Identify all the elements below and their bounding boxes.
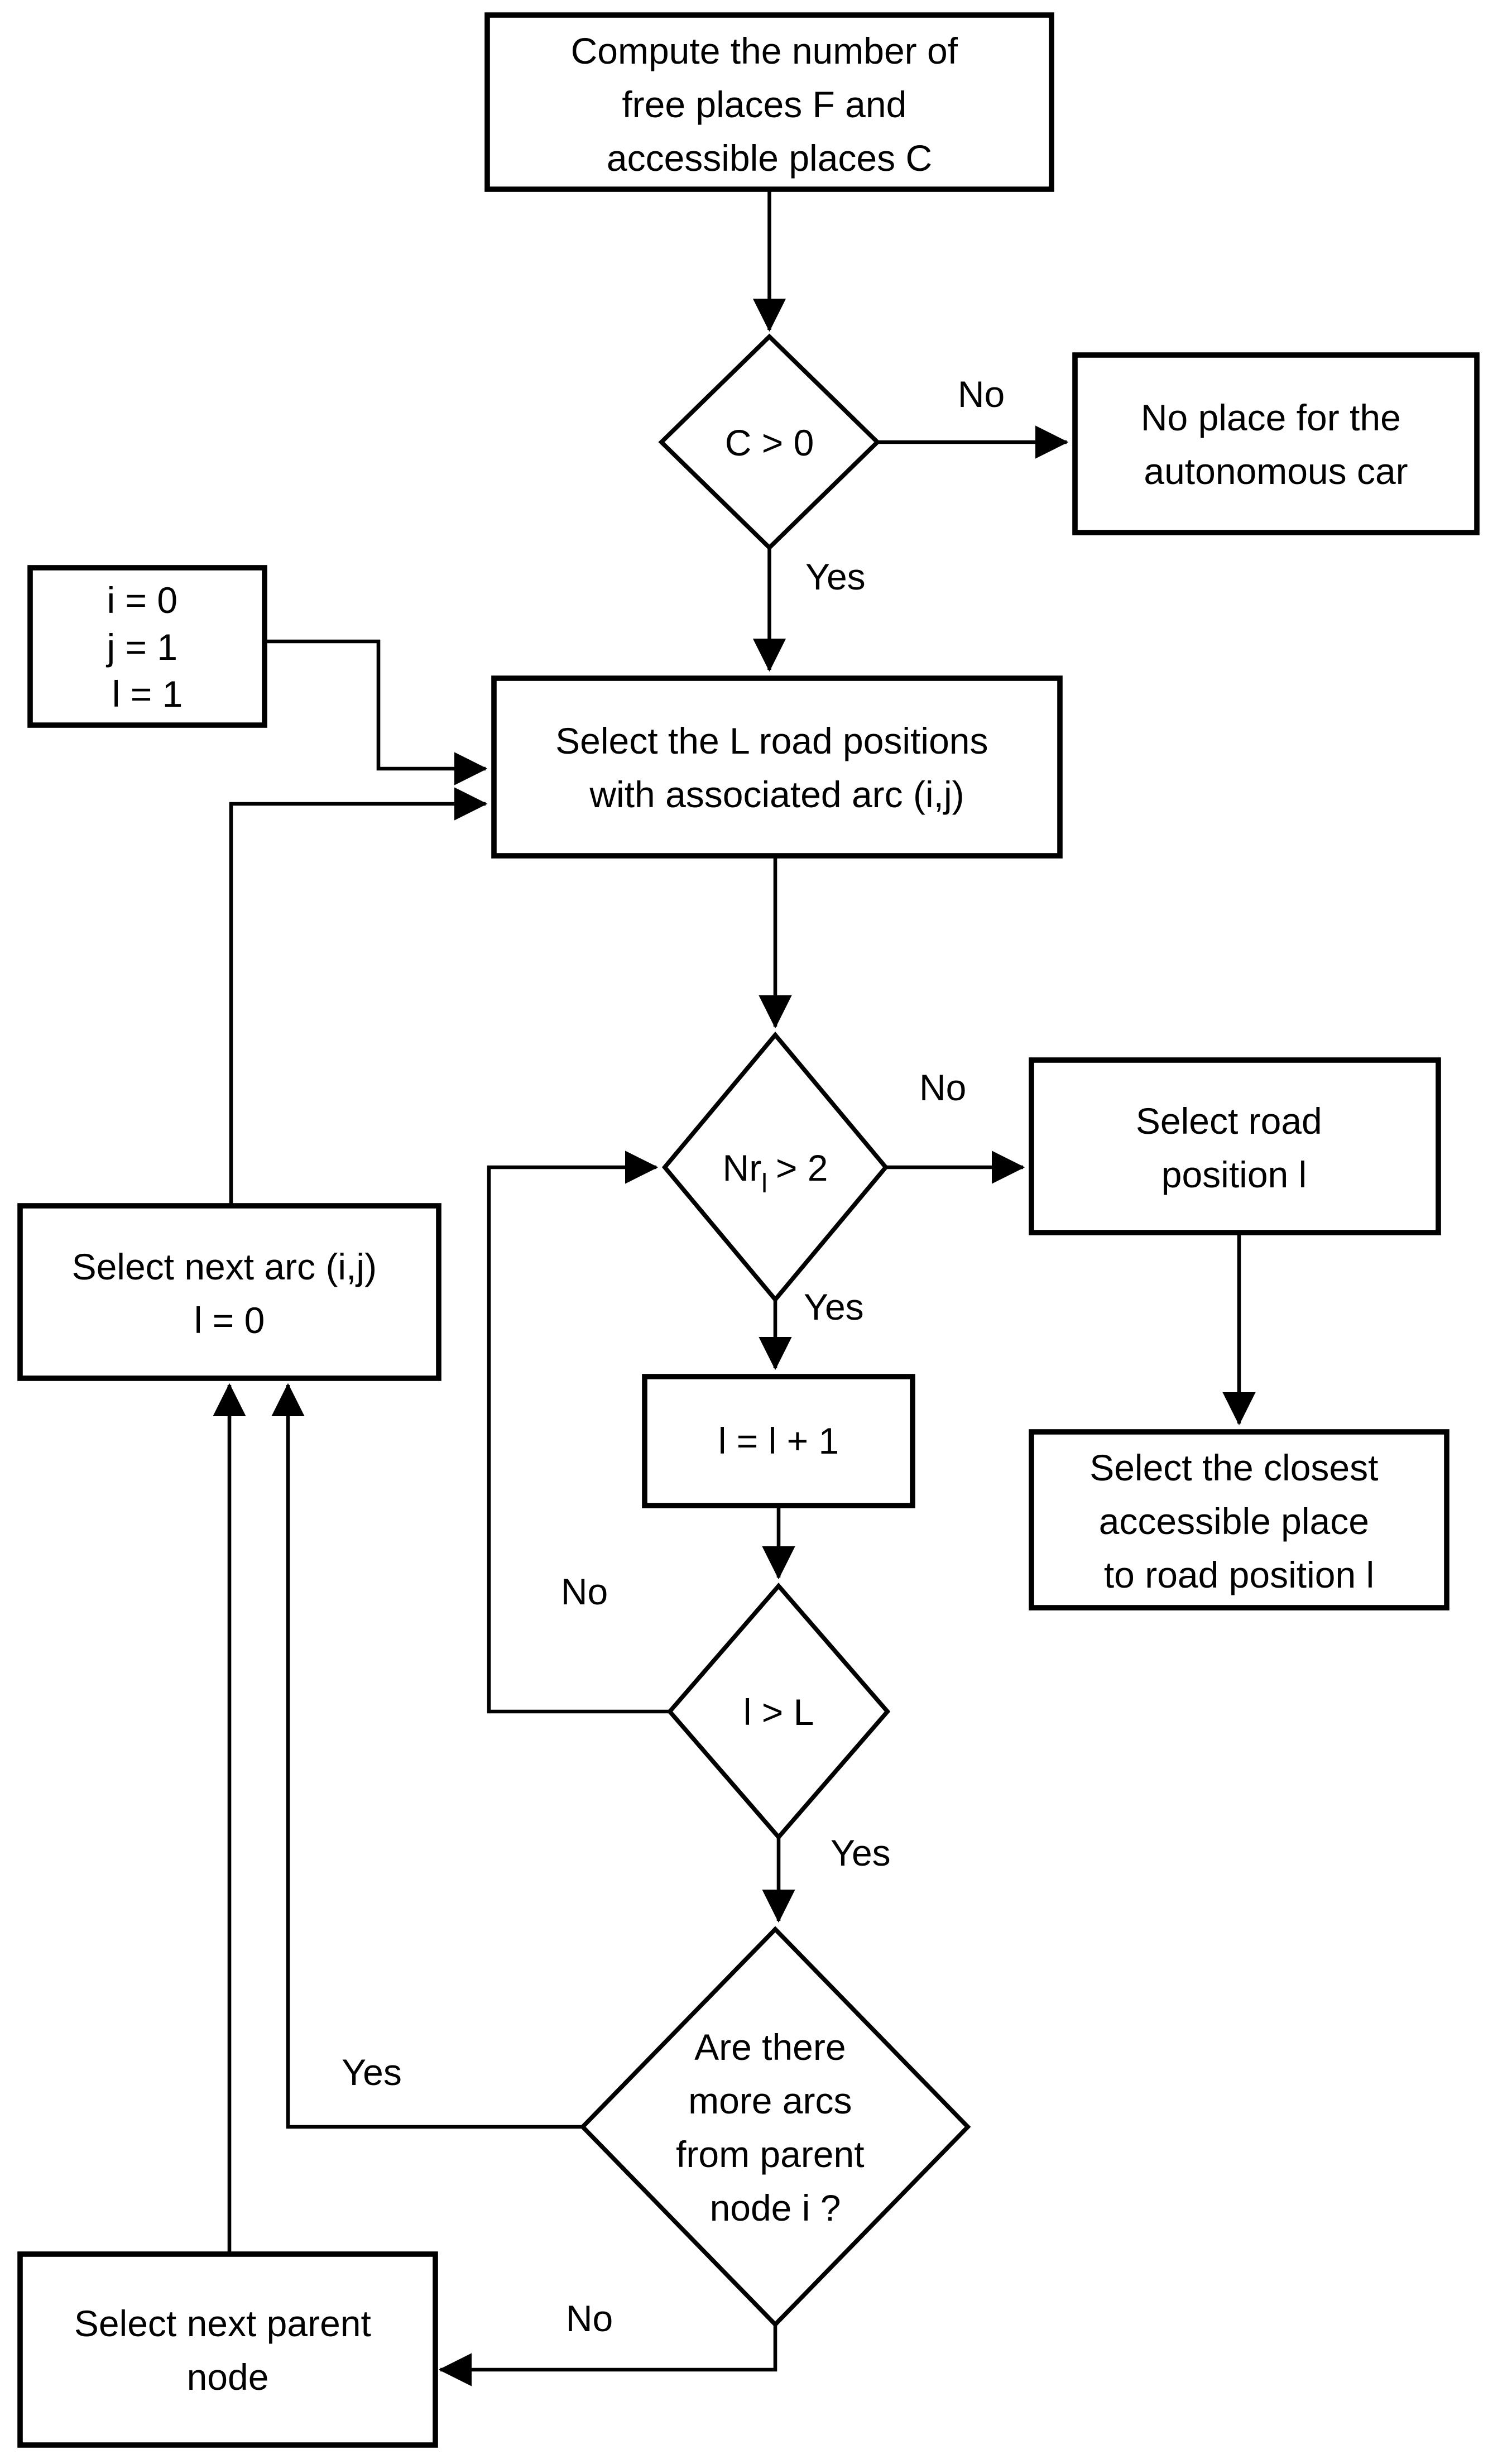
label-c-no: No [958,373,1005,415]
l-increment-box [642,1374,915,1508]
init-label: i = 0 j = 1 l = 1 [106,579,188,715]
edge-l-decision-no-loop-to-nr-decision [487,1151,670,1714]
node-more-arcs-decision: Are there more arcs from parent node i ? [579,1926,971,2328]
node-select-next-arc: Select next arc (i,j) l = 0 [17,1203,441,1381]
label-l-yes: Yes [831,1832,891,1873]
edge-more-arcs-no-to-select-next-parent [438,2324,777,2386]
edge-init-to-select-l [265,639,488,785]
node-init: i = 0 j = 1 l = 1 [27,565,267,728]
node-c-decision: C > 0 [658,333,881,551]
c-decision-diamond [658,333,881,551]
node-nr-decision: Nrl> 2 [661,1031,889,1303]
edge-select-next-arc-to-select-l [229,787,488,1206]
more-arcs-label: Are there more arcs from parent node i ? [676,2026,875,2228]
l-decision-diamond [666,1583,891,1840]
node-l-decision: l > L [666,1583,891,1840]
label-l-no: No [561,1571,608,1612]
select-closest-label: Select the closest accessible place to r… [1089,1447,1389,1595]
label-nr-no: No [919,1067,966,1108]
select-road-label: Select road position l [1136,1100,1332,1195]
no-place-box [1072,352,1480,535]
no-place-label: No place for the autonomous car [1141,397,1411,492]
label-arcs-no: No [566,2298,613,2339]
label-nr-yes: Yes [804,1286,864,1327]
l-decision-label: l > L [743,1691,814,1733]
select-l-box [491,675,1063,859]
l-increment-label: l = l + 1 [718,1420,839,1461]
select-next-parent-box [17,2251,438,2448]
compute-label: Compute the number of free places F and … [571,30,968,179]
select-road-box [1029,1057,1441,1235]
select-next-arc-box [17,1203,441,1381]
nr-decision-diamond [661,1031,889,1303]
node-select-closest: Select the closest accessible place to r… [1029,1429,1449,1610]
label-arcs-yes: Yes [342,2051,402,2093]
init-box [27,565,267,728]
nr-decision-label: Nrl> 2 [723,1147,828,1199]
node-l-increment: l = l + 1 [642,1374,915,1508]
node-select-next-parent: Select next parent node [17,2251,438,2448]
select-next-arc-label: Select next arc (i,j) l = 0 [72,1246,387,1341]
node-compute: Compute the number of free places F and … [484,12,1054,192]
node-select-l: Select the L road positions with associa… [491,675,1063,859]
compute-box [484,12,1054,192]
c-decision-label: C > 0 [725,422,814,463]
edge-more-arcs-yes-to-select-next-arc [271,1383,583,2129]
select-l-label: Select the L road positions with associa… [555,720,999,815]
more-arcs-diamond [579,1926,971,2328]
node-no-place: No place for the autonomous car [1072,352,1480,535]
select-closest-box [1029,1429,1449,1610]
select-next-parent-label: Select next parent node [74,2303,381,2398]
node-select-road: Select road position l [1029,1057,1441,1235]
label-c-yes: Yes [805,556,866,597]
